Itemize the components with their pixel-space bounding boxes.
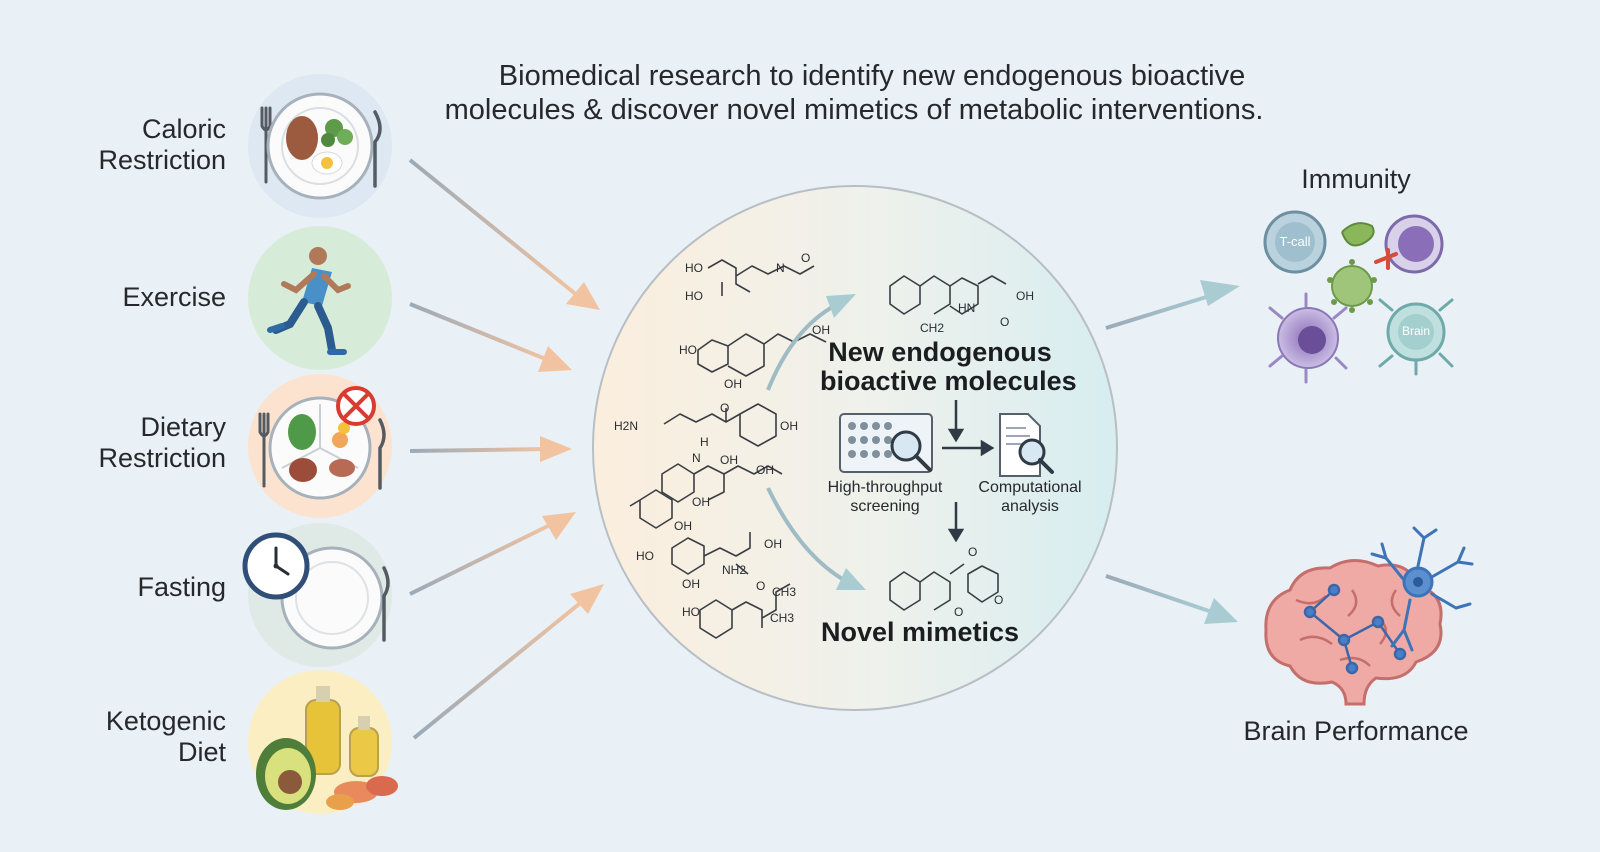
atom-label: OH xyxy=(682,577,700,591)
atom-label: HO xyxy=(685,289,703,303)
atom-label: O xyxy=(968,545,977,559)
brain-icon xyxy=(1264,559,1443,706)
atom-label: O xyxy=(756,579,765,593)
atom-label: CH3 xyxy=(770,611,794,625)
atom-label: O xyxy=(954,605,963,619)
fasting-icon xyxy=(242,523,392,667)
atom-label: OH xyxy=(720,453,738,467)
computational-document-icon xyxy=(999,413,1054,477)
novel-mimetics-label: Novel mimetics xyxy=(820,617,1020,647)
atom-label: N xyxy=(776,261,785,275)
atom-label: CH3 xyxy=(772,585,796,599)
atom-label: HO xyxy=(682,605,700,619)
exercise-runner-icon xyxy=(248,226,392,370)
atom-label: O xyxy=(994,593,1003,607)
atom-label: OH xyxy=(780,419,798,433)
caloric-restriction-icon xyxy=(248,74,392,218)
atom-label: HN xyxy=(958,301,975,315)
input-arrows xyxy=(408,158,604,740)
atom-label: OH xyxy=(764,537,782,551)
atom-label: HO xyxy=(679,343,697,357)
atom-label: O xyxy=(720,401,729,415)
atom-label: OH xyxy=(692,495,710,509)
label-exercise: Exercise xyxy=(122,282,226,312)
atom-label: H xyxy=(700,435,709,449)
atom-label: HO xyxy=(685,261,703,275)
dietary-restriction-icon xyxy=(248,374,392,518)
atom-label: NH2 xyxy=(722,563,746,577)
immunity-label: Immunity xyxy=(1301,164,1411,194)
brain-performance-label: Brain Performance xyxy=(1243,716,1469,746)
atom-label: HO xyxy=(636,549,654,563)
diagram-title-line-2: molecules & discover novel mimetics of m… xyxy=(444,94,1264,126)
atom-label: OH xyxy=(1016,289,1034,303)
atom-label: CH2 xyxy=(920,321,944,335)
molecule-structures xyxy=(629,259,1007,639)
neuron-icon xyxy=(1370,526,1474,652)
diagram-title-line-1: Biomedical research to identify new endo… xyxy=(498,60,1246,92)
atom-label: OH xyxy=(812,323,830,337)
molecule-atom-labels: HO HO N O OH HO H2N O OH OH N H OH OH OH… xyxy=(614,251,1034,625)
atom-label: H2N xyxy=(614,419,638,433)
atom-label: O xyxy=(1000,315,1009,329)
screening-plate-icon xyxy=(839,413,933,473)
ketogenic-diet-icon xyxy=(248,670,398,814)
atom-label: O xyxy=(801,251,810,265)
atom-label: OH xyxy=(724,377,742,391)
atom-label: N xyxy=(692,451,701,465)
atom-label: OH xyxy=(756,463,774,477)
t-cell-label: T-call xyxy=(1279,234,1311,249)
output-arrows xyxy=(1105,280,1240,624)
immunity-cells-icon xyxy=(1263,210,1454,384)
inner-curved-arrows xyxy=(766,294,866,590)
brain-cell-label: Brain xyxy=(1401,324,1430,338)
atom-label: OH xyxy=(674,519,692,533)
label-fasting: Fasting xyxy=(137,572,226,602)
process-arrows xyxy=(942,400,995,543)
